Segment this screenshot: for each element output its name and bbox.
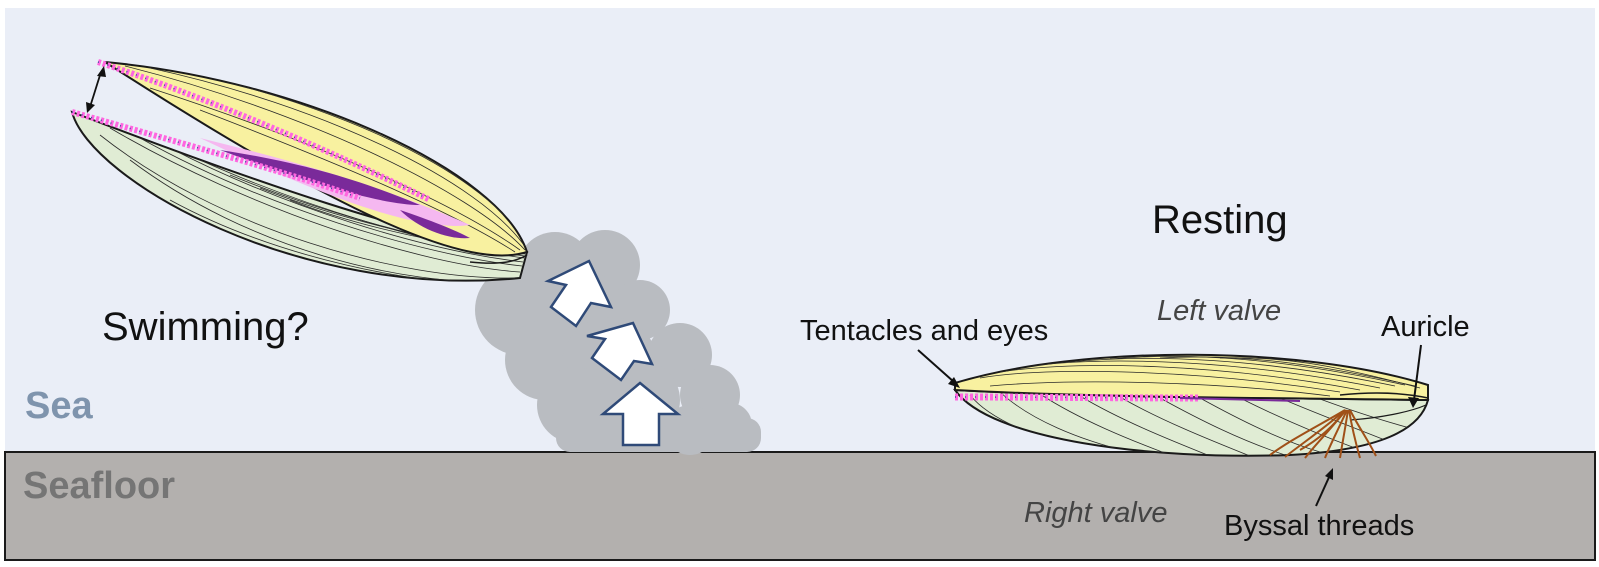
pointer-lines: [917, 344, 1422, 507]
double-arrow-icon: [86, 66, 106, 113]
up-arrow-icon: [544, 259, 682, 447]
resting-scallop: [952, 353, 1430, 459]
sea-label: Sea: [25, 385, 93, 427]
tentacles-label: Tentacles and eyes: [800, 315, 1048, 347]
auricle-label: Auricle: [1381, 311, 1470, 343]
resting-label: Resting: [1152, 198, 1288, 242]
byssal-label: Byssal threads: [1224, 510, 1414, 542]
seafloor-label: Seafloor: [23, 465, 175, 507]
seafloor-rect: [4, 451, 1596, 561]
right-valve-label: Right valve: [1024, 497, 1167, 529]
swimming-label: Swimming?: [102, 305, 309, 349]
byssal-threads: [1269, 409, 1377, 459]
left-valve-label: Left valve: [1157, 295, 1281, 327]
swimming-scallop: [70, 59, 529, 282]
